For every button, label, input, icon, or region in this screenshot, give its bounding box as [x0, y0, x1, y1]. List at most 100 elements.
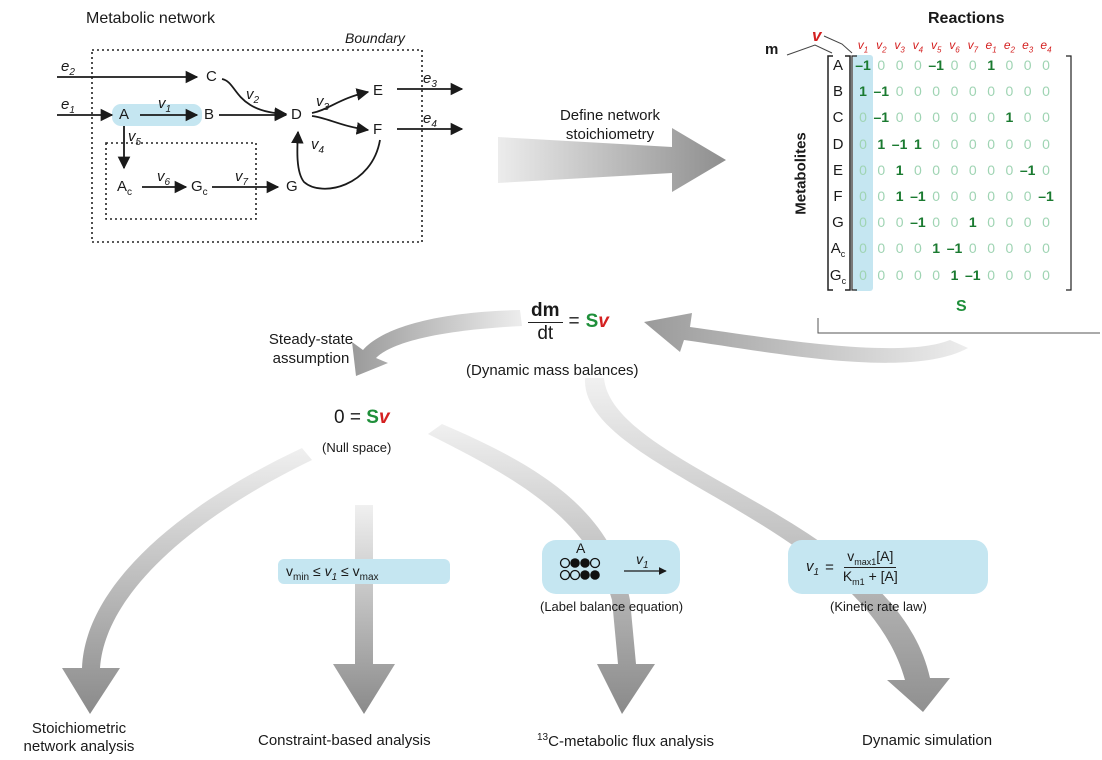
- matrix-cell: 0: [1023, 188, 1032, 204]
- matrix-cell: 0: [932, 109, 941, 126]
- output-13c: 13C-metabolic flux analysis: [537, 732, 715, 750]
- matrix-cell: 0: [1005, 161, 1014, 178]
- matrix-cell: 1: [932, 240, 941, 257]
- matrix-cell: 0: [913, 266, 922, 283]
- matrix-cell: 0: [1023, 240, 1032, 257]
- matrix-row-label-f: F: [833, 188, 843, 205]
- matrix-cell: –1: [855, 57, 871, 73]
- matrix-cell: 0: [1042, 109, 1050, 126]
- matrix-row-label-b: B: [832, 83, 843, 101]
- matrix-cell: 0: [877, 266, 886, 283]
- kinetic-box: [788, 540, 988, 594]
- matrix-cell: 0: [1005, 83, 1014, 100]
- matrix-cell: 0: [1042, 266, 1050, 283]
- matrix-cell: 0: [895, 240, 904, 257]
- matrix-cell: 0: [950, 83, 959, 100]
- edge-v3-f: [311, 115, 370, 135]
- matrix-cell: 0: [859, 188, 867, 204]
- arrow-to-stoichiometric: [62, 448, 312, 714]
- matrix-cell: 0: [1005, 214, 1014, 231]
- dynamic-equation: dm dt = Sv: [528, 300, 609, 345]
- matrix-row-label-g: G: [832, 214, 844, 232]
- matrix-cell: 0: [877, 57, 886, 73]
- matrix-cell: 0: [1005, 57, 1014, 73]
- matrix-cell: 0: [1042, 214, 1050, 231]
- matrix-cell: 0: [859, 161, 867, 178]
- matrix-cell: 0: [859, 135, 867, 152]
- matrix-col-header-e3: e3: [1022, 38, 1034, 55]
- matrix-cell: 0: [913, 83, 922, 100]
- matrix-cell: 0: [968, 161, 977, 178]
- node-gc: Gc: [191, 178, 208, 198]
- label-e3: e3: [423, 70, 437, 90]
- sv-product: Sv: [585, 311, 609, 333]
- matrix-cell: 0: [859, 214, 867, 231]
- matrix-cell: –1: [946, 240, 963, 257]
- matrix-cell: 0: [968, 57, 977, 73]
- matrix-row-label-c: C: [832, 109, 844, 127]
- matrix-cell: 0: [1042, 57, 1050, 73]
- matrix-bracket-right: [1066, 55, 1072, 291]
- define-line-2: stoichiometry: [565, 126, 655, 143]
- atom-circles: [559, 557, 601, 581]
- matrix-cell: 0: [932, 266, 941, 283]
- matrix-bracket-left: [851, 55, 857, 291]
- arrow-to-dynamic: [644, 313, 968, 363]
- matrix-cell: 0: [950, 161, 959, 178]
- matrix-cell: 0: [895, 109, 904, 126]
- compartment-box: [105, 142, 257, 220]
- label-e1: e1: [61, 96, 75, 116]
- dm-label: dm: [531, 300, 560, 321]
- matrix-cell: 0: [1023, 214, 1032, 231]
- label-v3: v3: [316, 93, 330, 113]
- matrix-cell: 0: [1042, 135, 1050, 152]
- matrix-cell: 0: [968, 240, 977, 257]
- arrow-to-dynamic-simulation: [584, 378, 950, 712]
- label-e2: e2: [61, 58, 75, 78]
- matrix-cell: 0: [913, 109, 922, 126]
- edge-v4: [291, 130, 381, 190]
- steady-state-label: Steady-state assumption: [268, 331, 354, 367]
- null-space-equation: 0 = Sv: [334, 407, 390, 428]
- matrix-row-label-d: D: [832, 135, 844, 153]
- matrix-row-bracket-left: [827, 55, 833, 291]
- kinetic-equation: v1 = vmax1[A] Km1 + [A]: [806, 548, 901, 587]
- matrix-cell: 0: [987, 161, 995, 178]
- matrix-col-header-v2: v2: [876, 38, 887, 55]
- constraint-box: [278, 559, 450, 584]
- matrix-cell: 0: [1023, 83, 1032, 100]
- matrix-cell: 0: [913, 161, 922, 178]
- edge-v2: [221, 78, 288, 120]
- matrix-cell: 0: [877, 188, 886, 204]
- label-v7: v7: [235, 168, 249, 188]
- matrix-cell: 0: [950, 109, 959, 126]
- matrix-cell: –1: [1019, 161, 1036, 178]
- matrix-cell: 0: [1042, 83, 1050, 100]
- matrix-col-header-v6: v6: [949, 38, 960, 55]
- arrow-to-constraint: [333, 505, 395, 714]
- output-stoichiometric: Stoichiometric network analysis: [23, 720, 135, 755]
- matrix-row-label-e: E: [832, 161, 843, 179]
- matrix-underbrace: [817, 318, 1100, 334]
- matrix-cell: 0: [950, 214, 959, 231]
- node-d: D: [291, 106, 302, 123]
- label-v6: v6: [157, 168, 171, 188]
- matrix-col-header-v7: v7: [967, 38, 979, 55]
- matrix-cell: 0: [1005, 266, 1014, 283]
- constraint-inequality: vmin ≤ v1 ≤ vmax: [286, 563, 379, 583]
- define-line-1: Define network: [559, 107, 661, 124]
- matrix-cell: –1: [873, 109, 890, 126]
- matrix-cell: 0: [895, 266, 904, 283]
- matrix-cell: 0: [987, 266, 995, 283]
- boundary-label: Boundary: [345, 30, 405, 46]
- matrix-row-label-gc: Gc: [829, 266, 847, 286]
- matrix-cell: 1: [895, 188, 904, 204]
- matrix-cell: 0: [932, 83, 941, 100]
- equals-sign: =: [568, 311, 580, 333]
- matrix-col-header-v4: v4: [912, 38, 924, 55]
- matrix-cell: 0: [950, 135, 959, 152]
- matrix-cell: 0: [1023, 266, 1032, 283]
- output-dynamic-simulation: Dynamic simulation: [862, 732, 993, 749]
- arrow-define-stoichiometry: [498, 128, 726, 192]
- matrix-cell: 1: [950, 266, 959, 283]
